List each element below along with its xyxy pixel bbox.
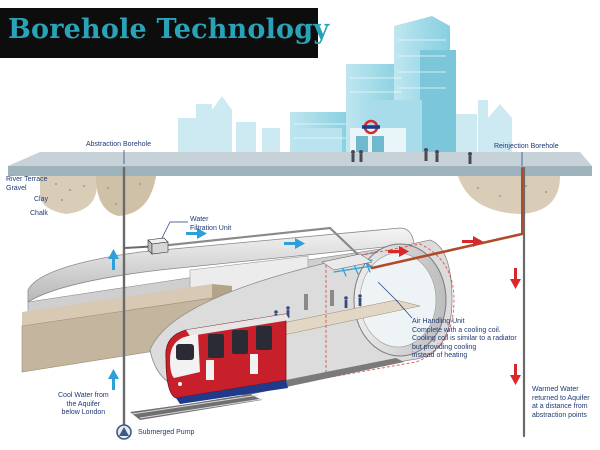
label-chalk: Chalk xyxy=(30,210,48,217)
filtration-unit-icon xyxy=(147,237,169,255)
label-cool-water: Cool Water from the Aquifer below London xyxy=(58,392,109,416)
roundel-logo-icon xyxy=(362,119,380,135)
cool-arrow-right-1 xyxy=(186,228,207,239)
warm-arrow-down-2 xyxy=(510,364,521,385)
cool-arrow-up-1 xyxy=(108,249,119,270)
pedestrian-icon xyxy=(351,148,472,164)
leader-lines xyxy=(123,150,523,319)
label-clay: Clay xyxy=(34,196,49,203)
buildings xyxy=(290,16,456,156)
warm-arrow-right-2 xyxy=(462,236,483,247)
cool-flow-arrows xyxy=(108,228,305,390)
diagram-title: Borehole Technology xyxy=(8,14,330,45)
soil-strata xyxy=(40,176,560,216)
air-handling-unit-icon xyxy=(321,253,373,271)
label-river-terrace-gravel: River Terrace Gravel xyxy=(6,176,48,192)
label-air-handling-unit: Air Handling Unit Complete with a coolin… xyxy=(412,318,517,359)
label-warmed-water: Warmed Water returned to Aquifer at a di… xyxy=(532,386,590,419)
skyline xyxy=(178,96,512,154)
tube-train xyxy=(165,313,290,404)
label-submerged-pump: Submerged Pump xyxy=(138,429,195,436)
pump-icon xyxy=(116,424,132,440)
label-abstraction-borehole: Abstraction Borehole xyxy=(86,141,151,148)
ground-surface xyxy=(8,152,592,176)
cool-arrow-up-2 xyxy=(108,369,119,390)
title-banner: Borehole Technology xyxy=(0,8,329,58)
label-reinjection-borehole: Reinjection Borehole xyxy=(494,143,559,150)
label-water-filtration-unit: Water Filtration Unit xyxy=(190,216,232,232)
warm-arrow-down-1 xyxy=(510,268,521,289)
warm-arrow-right-1 xyxy=(388,246,409,257)
cool-arrow-right-2 xyxy=(284,238,305,249)
warm-flow-arrows xyxy=(388,236,521,385)
